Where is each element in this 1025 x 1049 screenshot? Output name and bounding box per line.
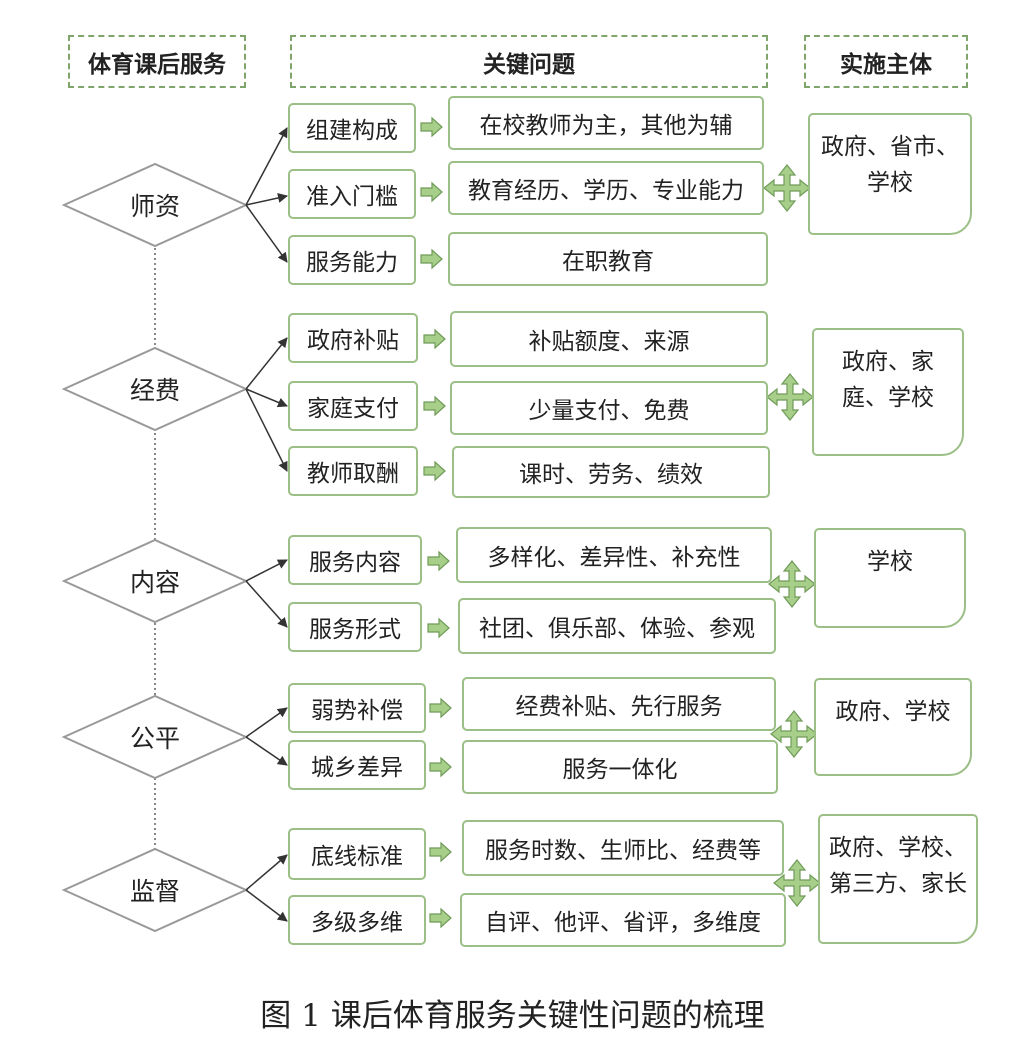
category-jingfei: 经费: [129, 376, 181, 405]
issue-label: 底线标准: [288, 828, 426, 880]
branch-arrows: [245, 127, 288, 922]
category-gongping: 公平: [129, 724, 181, 753]
issue-detail: 课时、劳务、绩效: [452, 446, 770, 498]
category-shizi: 师资: [129, 192, 181, 221]
header-key-issues: 关键问题: [290, 35, 768, 88]
cross-arrows: [763, 164, 821, 907]
subject-line: 政府、省市、: [821, 134, 959, 160]
issue-label: 服务能力: [288, 235, 416, 285]
issue-label: 多级多维: [288, 895, 426, 945]
category-neirong: 内容: [129, 568, 181, 597]
subject-box-gongping: 政府、学校: [814, 678, 972, 776]
issue-detail: 服务时数、生师比、经费等: [462, 820, 784, 876]
subject-box-shizi: 政府、省市、 学校: [808, 113, 972, 235]
issue-label: 准入门槛: [288, 169, 416, 219]
issue-label: 服务内容: [288, 535, 422, 585]
four-way-arrow-icon: [768, 560, 816, 608]
right-arrow-icon: [420, 248, 443, 270]
four-way-arrow-icon: [770, 710, 818, 758]
four-way-arrow-icon: [773, 859, 821, 907]
subject-line: 政府、家: [842, 349, 934, 375]
issue-label: 教师取酬: [288, 446, 418, 496]
subject-line: 政府、学校: [835, 699, 951, 725]
subject-line: 第三方、家长: [829, 871, 967, 897]
issue-detail: 多样化、差异性、补充性: [456, 527, 772, 583]
right-arrow-icon: [429, 907, 452, 929]
subject-line: 政府、学校、: [829, 835, 967, 861]
issue-detail: 服务一体化: [462, 740, 778, 794]
subject-line: 庭、学校: [842, 385, 934, 411]
diagram-canvas: [61, 116, 821, 933]
subject-line: 学校: [867, 170, 913, 196]
issue-label: 政府补贴: [288, 313, 418, 363]
right-arrow-icon: [429, 697, 452, 719]
right-arrow-icon: [427, 550, 450, 572]
issue-detail: 经费补贴、先行服务: [462, 677, 776, 731]
header-subject: 实施主体: [804, 35, 968, 88]
issue-detail: 教育经历、学历、专业能力: [448, 161, 764, 215]
four-way-arrow-icon: [766, 373, 814, 421]
issue-label: 家庭支付: [288, 381, 418, 431]
subject-box-neirong: 学校: [814, 528, 966, 628]
issue-detail: 在校教师为主，其他为辅: [448, 96, 764, 150]
right-arrow-icon: [423, 328, 446, 350]
issue-detail: 自评、他评、省评，多维度: [460, 893, 786, 947]
figure-caption: 图 1 课后体育服务关键性问题的梳理: [260, 998, 765, 1034]
right-arrow-icon: [420, 116, 443, 138]
subject-box-jingfei: 政府、家 庭、学校: [812, 328, 964, 456]
issue-label: 服务形式: [288, 602, 422, 652]
category-jiandu: 监督: [129, 877, 181, 906]
right-arrow-icon: [420, 181, 443, 203]
issue-label: 组建构成: [288, 103, 416, 153]
issue-detail: 社团、俱乐部、体验、参观: [458, 598, 776, 654]
issue-label: 城乡差异: [288, 740, 426, 790]
subject-line: 学校: [867, 549, 913, 575]
issue-detail: 在职教育: [448, 232, 768, 286]
right-arrow-icon: [423, 460, 446, 482]
subject-box-jiandu: 政府、学校、 第三方、家长: [818, 814, 978, 944]
four-way-arrow-icon: [763, 164, 811, 212]
right-arrows: [420, 116, 452, 929]
issue-label: 弱势补偿: [288, 683, 426, 733]
right-arrow-icon: [429, 756, 452, 778]
issue-detail: 少量支付、免费: [450, 381, 768, 435]
header-service: 体育课后服务: [68, 35, 246, 88]
issue-detail: 补贴额度、来源: [450, 311, 768, 367]
right-arrow-icon: [429, 841, 452, 863]
right-arrow-icon: [427, 617, 450, 639]
right-arrow-icon: [423, 395, 446, 417]
